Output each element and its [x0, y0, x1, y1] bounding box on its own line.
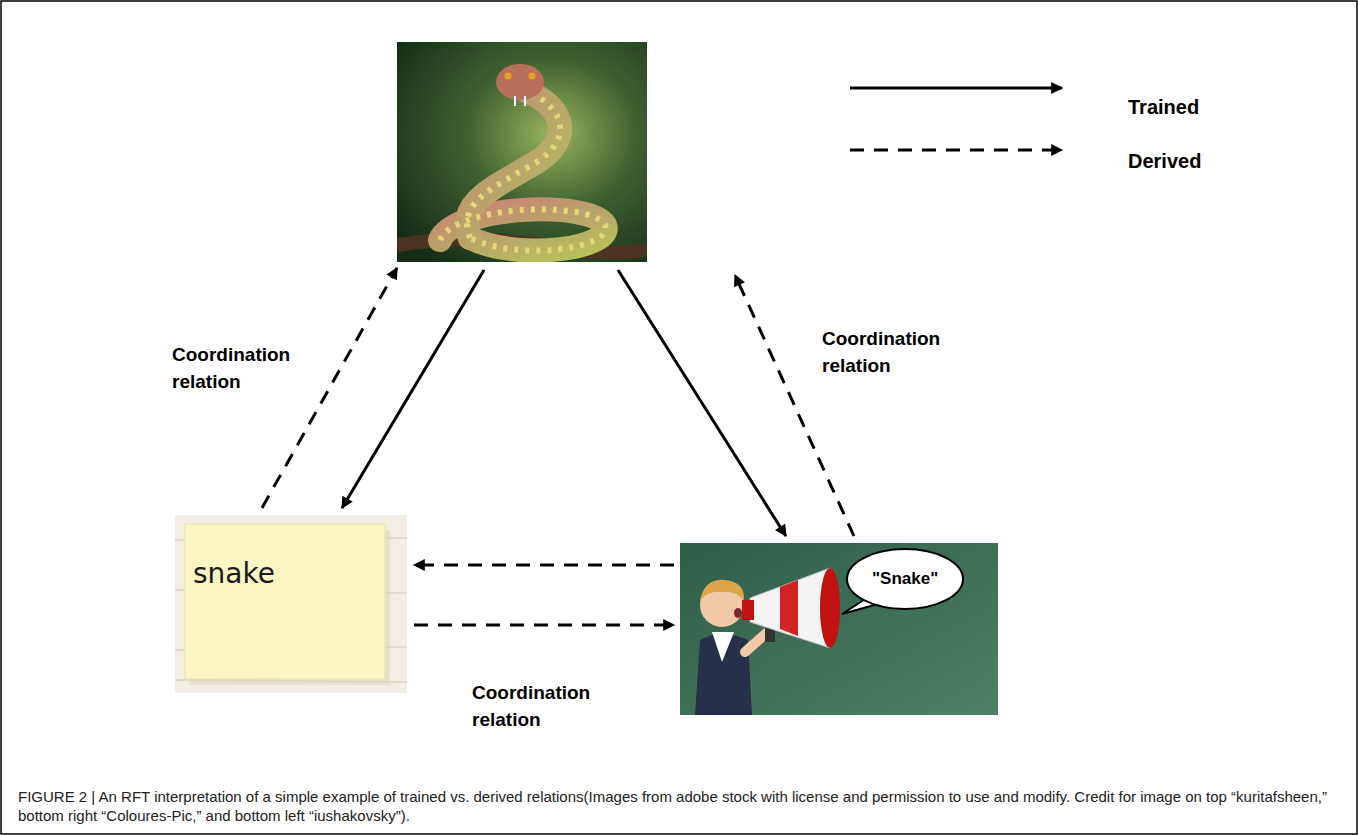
snake-photo-part [467, 92, 560, 238]
derived-arrow [262, 268, 397, 508]
legend-samples [850, 88, 1062, 150]
note-word: snake [193, 557, 275, 590]
snake-photo-part [529, 73, 536, 80]
snake-photo-part [397, 42, 647, 262]
legend-entry: Trained [1128, 96, 1199, 119]
snake-photo-part [514, 96, 516, 106]
megaphone-boy-photo-part [680, 543, 998, 715]
megaphone-boy-photo-part [700, 580, 744, 600]
megaphone-picture: "Snake" [680, 543, 998, 715]
snake-picture [397, 42, 647, 262]
sticky-note: snake [175, 515, 407, 693]
snake-photo [397, 42, 647, 262]
derived-arrow [414, 624, 674, 627]
label-anchor: Coordination relation [822, 326, 972, 379]
relation-label: Coordination relation [172, 342, 322, 395]
derived-arrow [414, 564, 674, 567]
label-anchor: Coordination relation [472, 680, 622, 733]
sticky-note-photo [175, 515, 407, 693]
megaphone-boy-photo-part [750, 568, 830, 648]
sticky-note-photo-part [185, 524, 385, 679]
trained-arrow [342, 270, 484, 508]
megaphone-boy-photo-part [712, 632, 734, 662]
connectors [262, 268, 854, 625]
snake-photo-part [524, 96, 526, 106]
relation-label: Coordination relation [822, 326, 972, 379]
speech-word: "Snake" [872, 569, 938, 589]
label-anchor: Coordination relation [172, 342, 322, 395]
caption-block: FIGURE 2 | An RFT interpretation of a si… [18, 788, 1338, 826]
megaphone-boy-photo-part [820, 568, 840, 648]
megaphone-boy-photo-part [734, 608, 742, 618]
megaphone-boy-photo-part [780, 580, 798, 636]
relation-label: Coordination relation [472, 680, 622, 733]
megaphone-boy-photo [680, 543, 998, 715]
legend-text: Derived [1128, 150, 1201, 173]
megaphone-boy-photo-part [742, 600, 754, 620]
trained-arrow [618, 270, 786, 536]
legend-text: Trained [1128, 96, 1199, 119]
snake-photo-part [467, 92, 560, 238]
snake-photo-part [505, 73, 512, 80]
legend-sample-line [850, 149, 1062, 152]
legend-entry: Derived [1128, 150, 1201, 173]
legend-sample-line [850, 87, 1062, 90]
derived-arrow [735, 275, 854, 536]
sticky-note-photo-part [175, 515, 407, 693]
megaphone-boy-photo-part [847, 549, 963, 609]
figure-caption: FIGURE 2 | An RFT interpretation of a si… [18, 788, 1338, 826]
snake-photo-part [440, 209, 606, 250]
snake-photo-part [496, 64, 544, 100]
